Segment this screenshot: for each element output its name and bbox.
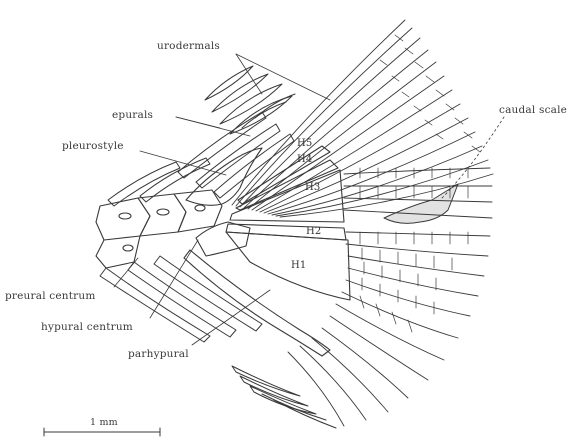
neural-spines <box>108 158 210 206</box>
label-caudal-scale: caudal scale <box>499 105 567 116</box>
hypural-1 <box>226 232 350 300</box>
label-h3: H3 <box>305 183 320 193</box>
label-pleurostyle: pleurostyle <box>62 141 124 152</box>
label-urodermals: urodermals <box>157 41 220 52</box>
lower-procurrent-rays <box>232 366 336 428</box>
label-hypural-centrum: hypural centrum <box>41 322 133 333</box>
scale-bar <box>44 428 160 436</box>
label-h5: H5 <box>297 139 312 149</box>
epurals-bones <box>178 112 294 198</box>
scale-bar-label: 1 mm <box>90 418 118 428</box>
label-h2: H2 <box>306 227 321 237</box>
caudal-scale-shape <box>384 184 458 223</box>
hypural-4 <box>236 160 338 210</box>
hypural-plates <box>226 146 350 300</box>
ventral-fin-rays <box>288 232 490 426</box>
label-preural-centrum: preural centrum <box>5 291 96 302</box>
label-epurals: epurals <box>112 110 153 121</box>
label-parhypural: parhypural <box>128 349 189 360</box>
label-h4: H4 <box>297 155 312 165</box>
label-h1: H1 <box>291 261 306 271</box>
vertebral-centra <box>96 190 222 268</box>
